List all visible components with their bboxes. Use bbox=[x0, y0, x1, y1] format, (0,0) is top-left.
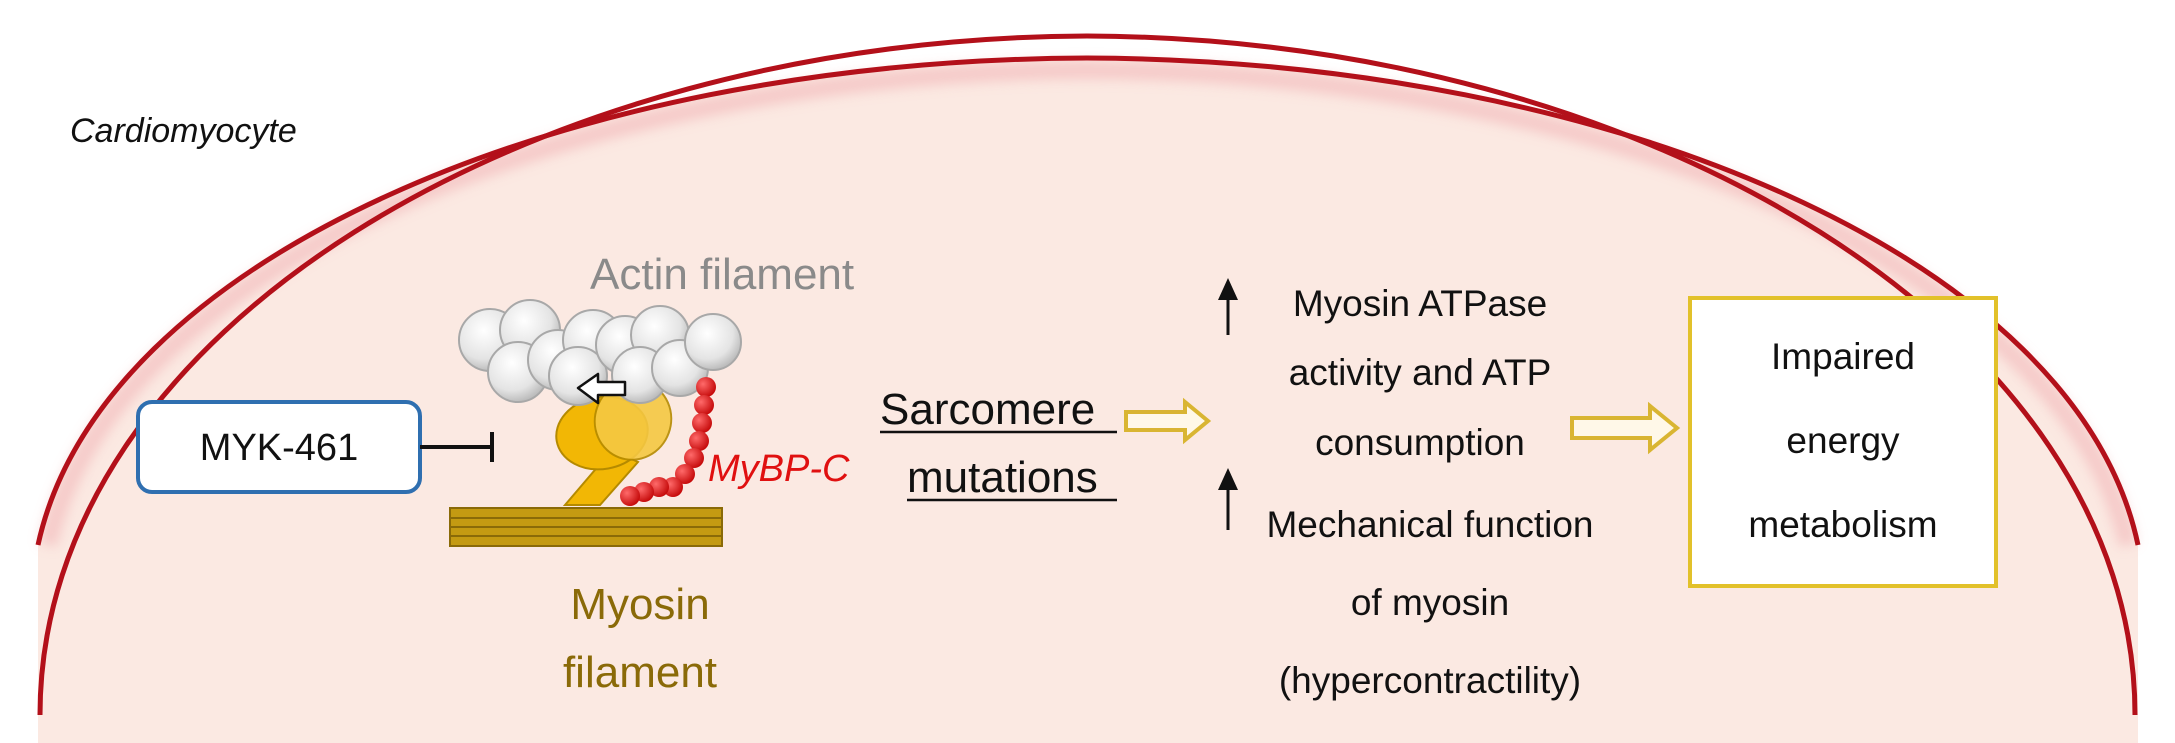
myosin-head bbox=[555, 379, 673, 506]
mech-line1: Mechanical function bbox=[1266, 504, 1594, 545]
flow-arrow-1-icon bbox=[1124, 397, 1212, 445]
flow-arrow-2-icon bbox=[1570, 401, 1681, 455]
cell-label: Cardiomyocyte bbox=[70, 112, 297, 150]
myk461-label: MYK-461 bbox=[199, 427, 359, 469]
up-arrow-icon bbox=[1218, 278, 1238, 335]
mybpc-label: MyBP-C bbox=[708, 448, 850, 490]
myosin-thick-filament bbox=[449, 507, 723, 547]
outcome-line3: metabolism bbox=[1748, 504, 1938, 545]
actin-filament bbox=[458, 299, 742, 406]
mech-line2: of myosin bbox=[1350, 582, 1510, 623]
atpase-line2: activity and ATP bbox=[1288, 352, 1552, 393]
outcome-line2: energy bbox=[1786, 420, 1900, 461]
left-arrow-icon bbox=[576, 372, 627, 405]
atpase-line1: Myosin ATPase bbox=[1292, 283, 1548, 324]
myosin-label-line1: Myosin bbox=[570, 580, 710, 629]
atpase-line3: consumption bbox=[1315, 422, 1525, 463]
mutations-label: mutations bbox=[907, 453, 1098, 502]
up-arrow-icon bbox=[1218, 468, 1238, 530]
sarcomere-label: Sarcomere bbox=[880, 385, 1096, 434]
actin-filament-label: Actin filament bbox=[590, 250, 855, 299]
cell-interior bbox=[38, 58, 2138, 743]
mybpc-chain bbox=[620, 377, 716, 506]
outcome-line1: Impaired bbox=[1771, 336, 1915, 377]
mech-line3: (hypercontractility) bbox=[1278, 660, 1582, 701]
outcome-box bbox=[1688, 296, 1998, 588]
myosin-label-line2: filament bbox=[562, 648, 718, 697]
